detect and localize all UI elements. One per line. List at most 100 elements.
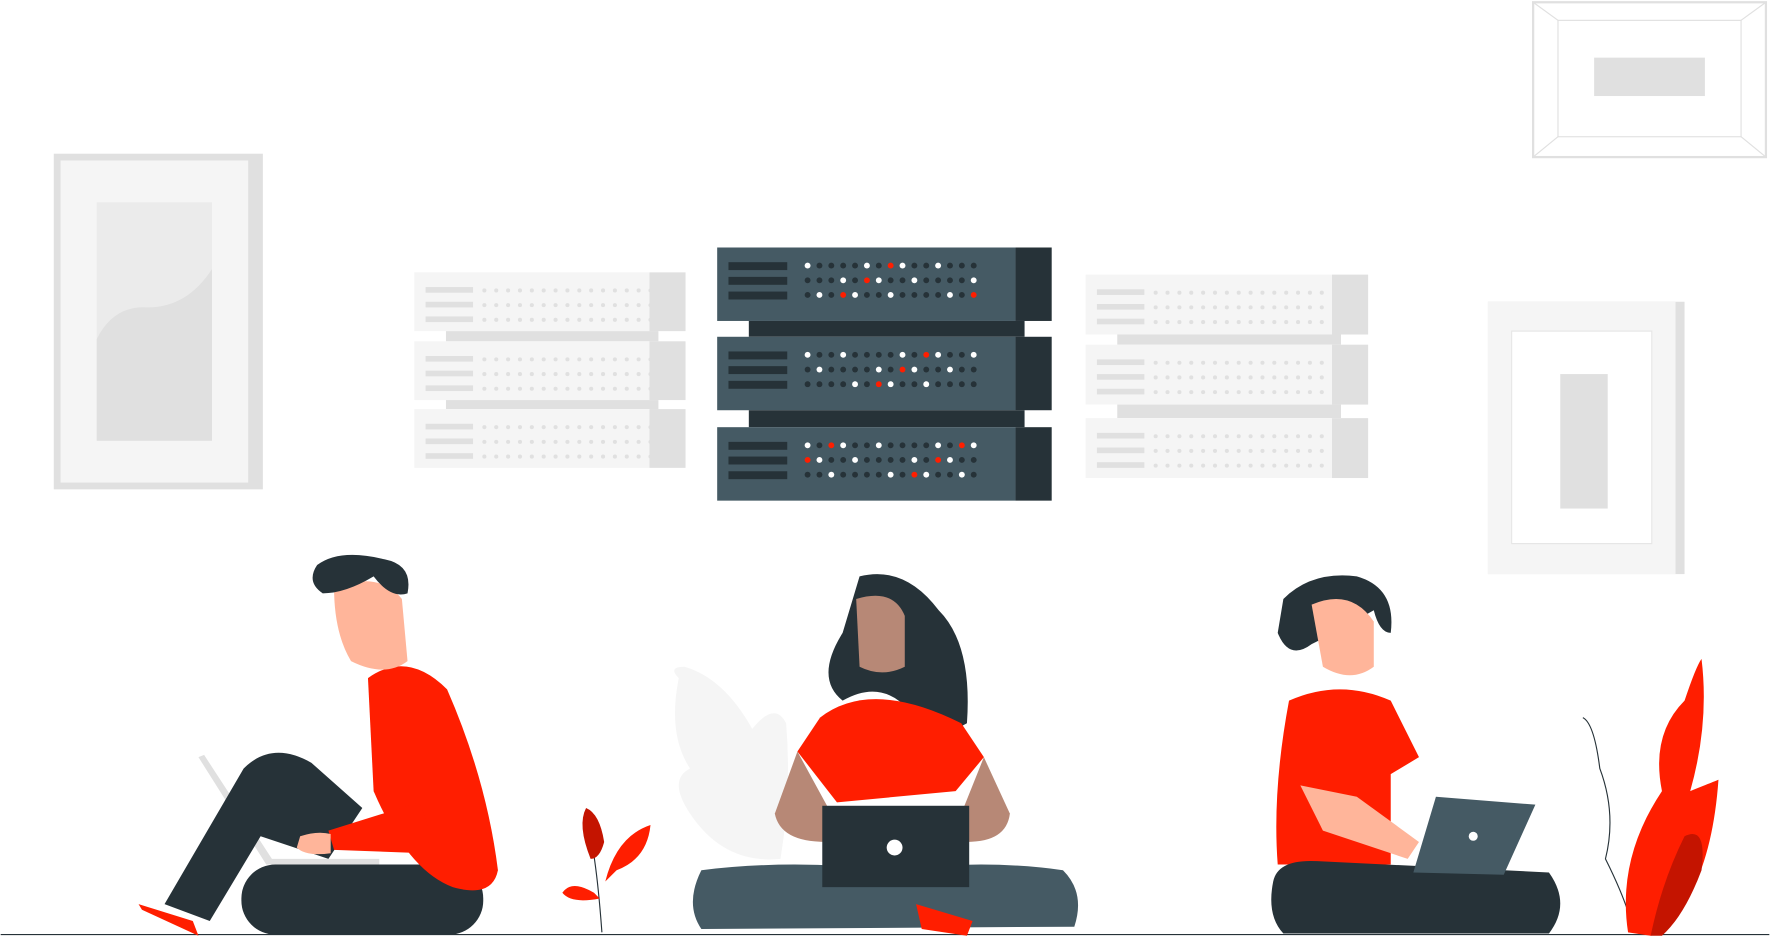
server-led: [1296, 375, 1301, 380]
server-led: [1201, 390, 1206, 395]
server-led: [804, 366, 811, 373]
server-led: [1165, 375, 1170, 380]
server-vent: [728, 366, 788, 375]
server-led: [494, 454, 499, 459]
server-led: [1284, 434, 1289, 439]
server-led: [612, 303, 617, 308]
server-led: [517, 288, 523, 293]
server-led: [1165, 448, 1170, 453]
server-led: [529, 372, 534, 377]
server-led: [506, 288, 511, 293]
server-led: [887, 457, 894, 463]
server-led: [494, 386, 499, 391]
server-led: [935, 442, 942, 449]
server-led: [1165, 463, 1170, 468]
server-led: [1307, 305, 1312, 310]
server-led: [612, 357, 617, 362]
server-led: [1248, 390, 1253, 395]
server-led: [899, 292, 906, 298]
server-led: [648, 425, 653, 430]
server-led: [482, 288, 487, 293]
server-led: [506, 439, 511, 444]
server-led: [1224, 360, 1229, 365]
server-led: [1272, 390, 1277, 395]
server-led: [541, 454, 546, 459]
server-led: [1189, 320, 1194, 325]
server-led: [601, 288, 606, 293]
server-led: [553, 386, 558, 391]
server-led: [911, 366, 918, 373]
server-vent: [425, 438, 474, 445]
server-led: [816, 292, 823, 298]
server-led: [1189, 434, 1194, 439]
server-led: [577, 357, 582, 362]
server-led: [529, 454, 534, 459]
server-led: [1296, 320, 1301, 325]
server-led: [624, 303, 629, 308]
server-led: [1319, 290, 1324, 295]
server-led: [1248, 448, 1253, 453]
picture-frame-top-right: [1531, 1, 1768, 159]
server-led: [911, 457, 918, 463]
person-center-woman: [692, 574, 1079, 936]
server-vent: [425, 287, 474, 293]
server-led: [612, 288, 617, 293]
server-led: [529, 317, 534, 322]
server-led: [506, 425, 511, 430]
server-led: [958, 366, 965, 373]
server-led: [506, 357, 511, 362]
server-led: [589, 386, 594, 391]
server-led: [624, 317, 629, 322]
server-vent: [728, 262, 788, 271]
person-left-man: [138, 554, 498, 936]
server-led: [636, 303, 641, 308]
server-led: [1201, 290, 1206, 295]
person-right-woman: [1271, 575, 1561, 934]
server-led: [1153, 463, 1158, 468]
server-side: [1015, 336, 1052, 411]
server-led: [601, 439, 606, 444]
picture-frame-left: [53, 153, 263, 490]
server-led: [1319, 375, 1324, 380]
server-led: [816, 366, 823, 373]
server-led: [565, 288, 570, 293]
server-led: [1212, 360, 1218, 365]
server-led: [947, 351, 953, 358]
server-side: [1331, 344, 1369, 405]
server-side: [1015, 427, 1052, 501]
server-led: [947, 277, 953, 284]
server-led: [947, 381, 953, 388]
server-led: [1260, 290, 1265, 295]
server-led: [648, 288, 653, 293]
server-led: [1201, 360, 1206, 365]
server-led: [1236, 290, 1241, 295]
server-led: [1248, 463, 1253, 468]
server-vent: [1096, 318, 1145, 325]
server-led: [541, 372, 546, 377]
server-led: [589, 439, 594, 444]
server-led: [875, 262, 882, 269]
server-led: [601, 303, 606, 308]
server-led: [1236, 463, 1241, 468]
server-led: [970, 457, 977, 463]
server-led: [1272, 360, 1277, 365]
server-connector: [1117, 404, 1342, 419]
server-led: [816, 262, 823, 269]
server-led: [828, 442, 835, 449]
server-led: [1236, 305, 1241, 310]
server-led: [1284, 448, 1289, 453]
server-led: [1236, 448, 1241, 453]
server-led: [1177, 434, 1182, 439]
server-led: [541, 425, 546, 430]
laptop-logo-icon: [886, 839, 903, 856]
server-led: [553, 357, 558, 362]
server-led: [565, 439, 570, 444]
server-led: [804, 457, 811, 463]
server-led: [1189, 360, 1194, 365]
server-led: [1272, 463, 1277, 468]
server-led: [828, 277, 835, 284]
server-led: [1307, 448, 1312, 453]
server-led: [804, 277, 811, 284]
server-led: [1224, 448, 1229, 453]
server-led: [1189, 290, 1194, 295]
